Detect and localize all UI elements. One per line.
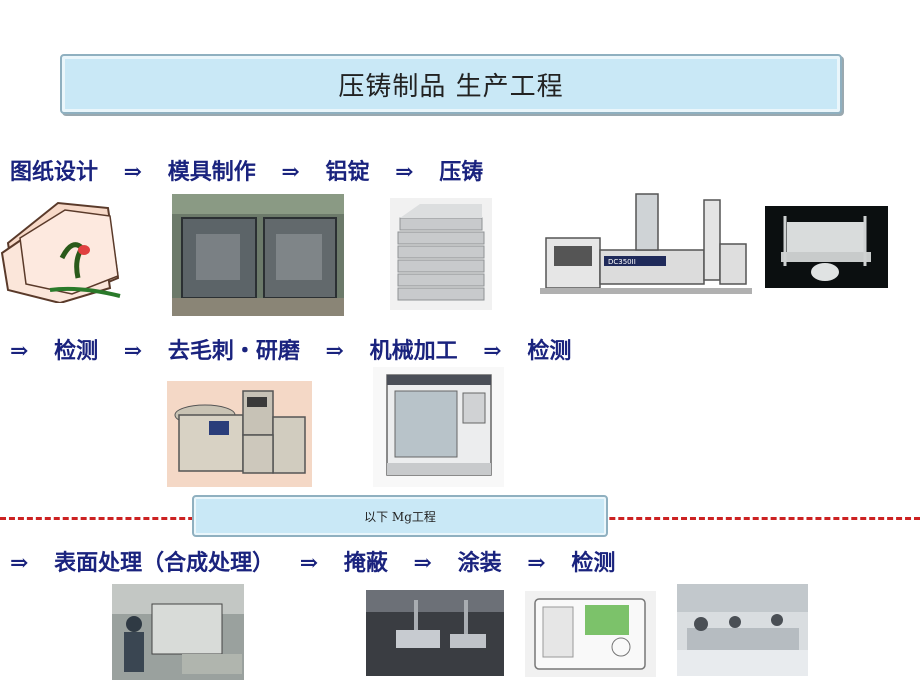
machine-model-label: DC350II xyxy=(608,258,636,266)
inspection-photo xyxy=(677,584,808,676)
process-row-2-text: ⇒ 检测 ⇒ 去毛刺・研磨 ⇒ 机械加工 ⇒ 检测 xyxy=(10,338,572,364)
mold-photo xyxy=(172,194,344,316)
title-box: 压铸制品 生产工程 xyxy=(60,54,842,114)
masking-photo xyxy=(366,590,504,676)
cast-part-photo xyxy=(765,206,888,288)
mg-process-box: 以下 Mg工程 xyxy=(192,495,608,537)
process-row-1-text: 图纸设计 ⇒ 模具制作 ⇒ 铝锭 ⇒ 压铸 xyxy=(10,159,484,185)
process-row-3: ⇒ 表面处理（合成处理） ⇒ 掩蔽 ⇒ 涂装 ⇒ 检测 xyxy=(10,545,615,577)
process-row-2: ⇒ 检测 ⇒ 去毛刺・研磨 ⇒ 机械加工 ⇒ 检测 xyxy=(10,333,571,365)
process-row-3-text: ⇒ 表面处理（合成处理） ⇒ 掩蔽 ⇒ 涂装 ⇒ 检测 xyxy=(10,550,616,576)
mg-process-label: 以下 Mg工程 xyxy=(364,509,436,524)
page-title: 压铸制品 生产工程 xyxy=(338,71,564,102)
machining-center-photo xyxy=(373,367,504,487)
deburring-machine-photo xyxy=(167,381,312,487)
die-casting-machine-photo: DC350II xyxy=(540,190,752,302)
coated-part-photo xyxy=(525,591,656,677)
drawing-illustration xyxy=(0,198,130,303)
aluminum-ingot-photo xyxy=(390,198,492,310)
process-row-1: 图纸设计 ⇒ 模具制作 ⇒ 铝锭 ⇒ 压铸 xyxy=(10,154,483,186)
surface-treatment-photo xyxy=(112,584,244,680)
